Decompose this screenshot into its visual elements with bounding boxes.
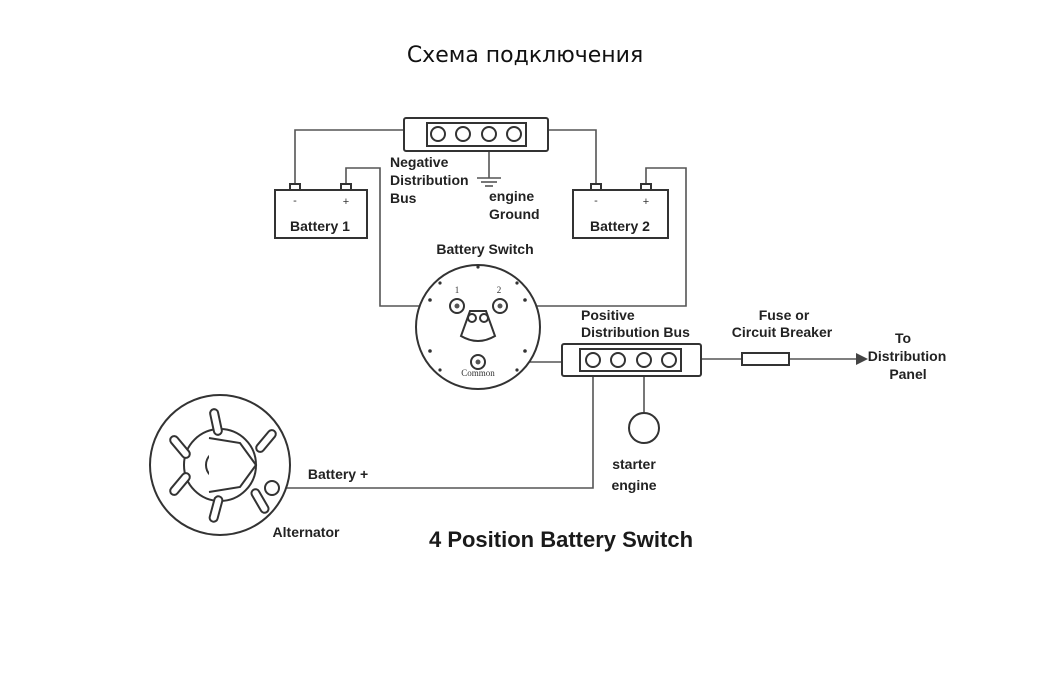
- wire-bus-to-battery1-neg: [294, 129, 404, 190]
- pos-bus-terminal-2: [610, 352, 626, 368]
- alternator-terminal: [264, 480, 280, 496]
- battery2-plus: +: [643, 196, 649, 208]
- pos-bus-terminal-4: [661, 352, 677, 368]
- diagram-caption: 4 Position Battery Switch: [429, 527, 693, 552]
- neg-bus-terminal-1: [430, 126, 446, 142]
- battery1-minus: -: [293, 195, 297, 207]
- battery2-label: Battery 2: [590, 218, 650, 234]
- battery-2: - + Battery 2: [572, 183, 669, 239]
- battery-1: - + Battery 1: [274, 183, 368, 239]
- alternator-label: Alternator: [273, 524, 340, 540]
- positive-bus-label-line1: Positive: [581, 307, 635, 323]
- switch-pos-1-label: 1: [455, 285, 460, 295]
- starter-label-line1: starter: [612, 456, 656, 472]
- wire-bus-to-battery2-neg: [548, 129, 597, 190]
- switch-pos-2-label: 2: [497, 285, 502, 295]
- fuse-label-line1: Fuse or: [759, 307, 810, 323]
- negative-bus-label-line1: Negative: [390, 154, 449, 170]
- starter-icon: [628, 412, 660, 444]
- negative-bus-label-line2: Distribution: [390, 172, 469, 188]
- alternator: [149, 394, 291, 536]
- to-panel-label-line2: Distribution: [868, 348, 947, 364]
- battery1-label: Battery 1: [290, 218, 350, 234]
- fuse-label-line2: Circuit Breaker: [732, 324, 833, 340]
- diagram-header: Схема подключения: [407, 43, 643, 68]
- pos-bus-terminal-3: [636, 352, 652, 368]
- neg-bus-terminal-2: [455, 126, 471, 142]
- to-panel-label-line1: To: [895, 330, 911, 346]
- battery1-plus: +: [343, 196, 349, 208]
- fuse-icon: [741, 352, 790, 366]
- battery-plus-label: Battery +: [308, 466, 368, 482]
- wire-battery1-pos-to-switch: [345, 167, 452, 307]
- positive-distribution-bus: [561, 343, 702, 377]
- battery2-minus: -: [594, 195, 598, 207]
- wire-battery2-pos-to-switch: [504, 167, 687, 307]
- to-panel-label-line3: Panel: [889, 366, 926, 382]
- negative-distribution-bus: [403, 117, 549, 152]
- switch-common-label: Common: [461, 368, 495, 378]
- wire-bus-to-alternator: [275, 362, 594, 489]
- neg-bus-terminal-3: [481, 126, 497, 142]
- neg-bus-terminal-4: [506, 126, 522, 142]
- pos-bus-terminal-1: [585, 352, 601, 368]
- ground-icon: [477, 177, 501, 187]
- battery-switch: 1 2 Common: [415, 264, 541, 390]
- engine-ground-label-line1: engine: [489, 188, 534, 204]
- battery-switch-label: Battery Switch: [436, 241, 533, 257]
- positive-bus-label-line2: Distribution Bus: [581, 324, 690, 340]
- negative-bus-label-line3: Bus: [390, 190, 417, 206]
- starter-label-line2: engine: [611, 477, 656, 493]
- arrow-icon: [856, 353, 868, 365]
- engine-ground-label-line2: Ground: [489, 206, 540, 222]
